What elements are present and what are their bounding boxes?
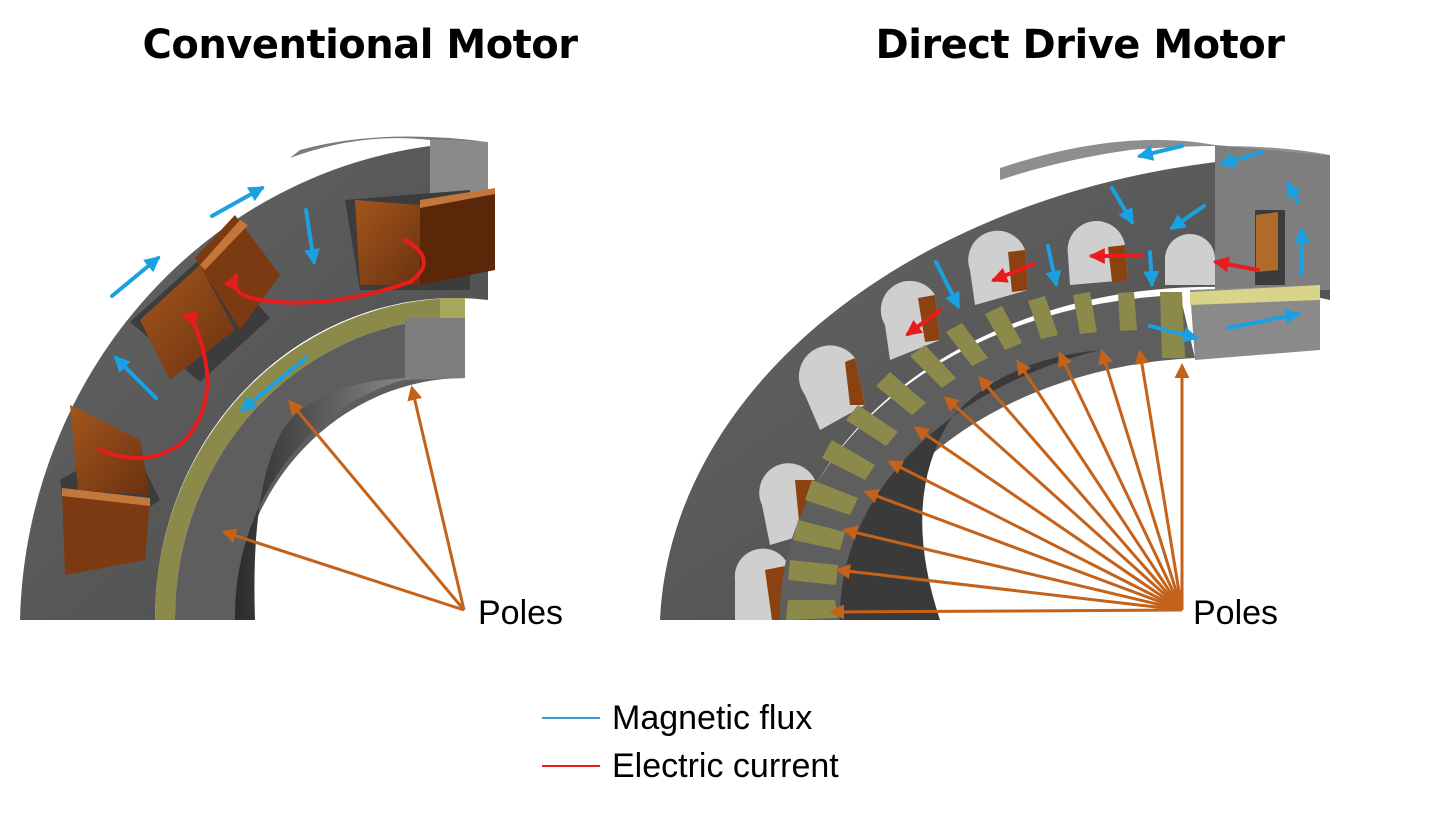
- poles-label-conventional: Poles: [478, 594, 564, 632]
- direct-drive-stator-body: [660, 154, 1330, 620]
- direct-drive-motor-title: Direct Drive Motor: [875, 22, 1285, 68]
- pole-pointer: [943, 395, 1184, 612]
- pole-pointer: [1058, 351, 1184, 611]
- conventional-rotor-bore: [234, 378, 410, 620]
- direct-drive-motor-illustration: [660, 139, 1330, 620]
- flux-arrow: [1169, 204, 1206, 230]
- conventional-stator-end-face: [430, 140, 488, 200]
- conventional-motor-illustration: [20, 136, 495, 620]
- flux-arrow: [1110, 186, 1134, 225]
- flux-arrow: [1148, 324, 1200, 343]
- direct-drive-slot: [1164, 233, 1215, 285]
- direct-drive-magnet-segments: [786, 292, 1185, 620]
- pole-pointer: [863, 489, 1183, 612]
- flux-arrow: [1136, 144, 1184, 161]
- flux-arrow: [1218, 150, 1264, 168]
- flux-arrow: [210, 186, 265, 218]
- flux-arrow: [1045, 244, 1062, 288]
- flux-arrow: [110, 255, 161, 298]
- flux-arrow: [304, 208, 320, 266]
- current-path: [223, 238, 426, 305]
- direct-drive-current-arrows: [905, 248, 1260, 336]
- pole-pointer: [288, 399, 466, 611]
- conventional-flux-arrows: [110, 186, 320, 413]
- pole-pointer: [842, 525, 1183, 612]
- current-arrow: [1212, 256, 1260, 273]
- pole-pointer: [829, 604, 1183, 620]
- conventional-rotor-magnet-ring: [154, 297, 466, 620]
- legend-swatch-flux: [542, 717, 600, 719]
- conventional-copper-winding: [355, 188, 495, 285]
- legend: Magnetic flux Electric current: [542, 694, 839, 790]
- flux-arrow: [934, 260, 960, 309]
- pole-pointer: [407, 385, 466, 611]
- pole-pointer: [978, 375, 1184, 611]
- pole-pointer: [835, 563, 1183, 612]
- conventional-current-arrows: [98, 238, 426, 460]
- pole-pointer: [913, 426, 1183, 612]
- direct-drive-flux-arrows: [934, 144, 1310, 343]
- legend-swatch-current: [542, 765, 600, 767]
- pole-pointer: [221, 528, 465, 612]
- conventional-copper-winding: [62, 405, 150, 575]
- legend-item-magnetic-flux: Magnetic flux: [542, 694, 839, 742]
- flux-arrow: [113, 355, 158, 400]
- poles-label-direct-drive: Poles: [1193, 594, 1279, 632]
- current-path: [98, 310, 210, 460]
- direct-drive-rotor-bore: [839, 350, 1100, 620]
- current-arrow: [905, 308, 942, 336]
- legend-label-current: Electric current: [612, 746, 839, 785]
- flux-arrow: [1143, 250, 1160, 288]
- legend-label-flux: Magnetic flux: [612, 698, 813, 737]
- legend-item-electric-current: Electric current: [542, 742, 839, 790]
- pole-pointer: [1098, 349, 1184, 611]
- flux-arrow: [1286, 181, 1302, 204]
- conventional-motor-title: Conventional Motor: [142, 22, 578, 68]
- pole-pointer: [887, 460, 1183, 612]
- flux-arrow: [1226, 308, 1302, 330]
- conventional-pole-pointers: [221, 385, 466, 612]
- pole-pointer: [1016, 359, 1184, 611]
- flux-arrow: [239, 356, 308, 413]
- direct-drive-pole-pointers: [829, 349, 1190, 620]
- current-arrow: [991, 262, 1036, 283]
- pole-pointer: [1134, 349, 1184, 611]
